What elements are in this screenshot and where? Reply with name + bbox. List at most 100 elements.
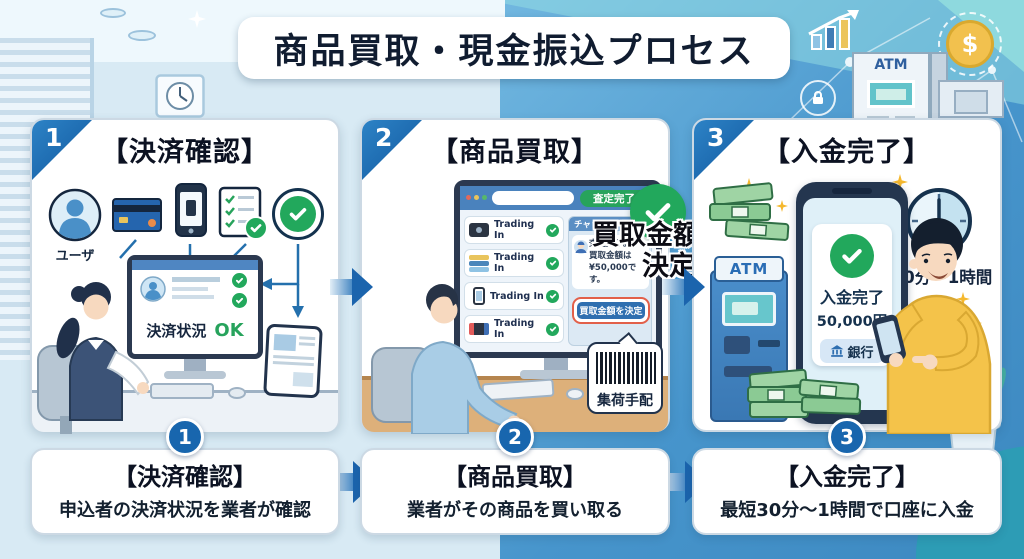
caption-step-2: 【商品買取】 業者がその商品を買い取る	[360, 448, 670, 535]
bar	[825, 26, 836, 50]
trading-item-label: Trading In	[490, 290, 544, 302]
ceiling-light-icon	[128, 30, 156, 41]
cash-stack-icon	[747, 368, 862, 418]
wall-clock-icon	[155, 74, 205, 118]
camera-icon	[469, 223, 489, 237]
trading-item-row: Trading In	[464, 282, 564, 310]
flow-arrow-2-3	[662, 268, 706, 306]
deposit-amount: 50,000円	[816, 314, 888, 330]
chat-message-line: 買取金額は	[589, 250, 632, 261]
atm-cash-slot	[724, 366, 772, 377]
step-heading: 【入金完了】	[763, 137, 931, 168]
smartphone-icon	[175, 183, 207, 237]
background-atm-label: ATM	[874, 57, 908, 73]
check-icon	[244, 216, 268, 240]
chat-message-line: 査定完了。	[589, 239, 632, 249]
check-icon	[232, 273, 247, 288]
keyboard	[150, 383, 214, 399]
step-heading: 【決済確認】	[101, 137, 269, 168]
check-icon	[546, 289, 559, 303]
badge-number: 2	[508, 425, 522, 449]
window-dot	[474, 195, 479, 200]
barcode-icon	[596, 352, 656, 384]
title-banner: 商品買取・現金振込プロセス	[238, 17, 790, 79]
amount-decided-check	[630, 184, 686, 240]
search-bar	[492, 191, 574, 205]
pickup-label: 集荷手配	[597, 393, 653, 409]
atm-screen-bill	[732, 302, 758, 315]
user-label: ユーザ	[55, 249, 95, 264]
appraisal-done-label: 査定完了	[593, 193, 635, 205]
person-customer	[872, 218, 992, 434]
phone-notch	[832, 188, 872, 194]
trading-item-label: Trading In	[494, 252, 535, 274]
building-window	[954, 90, 988, 114]
screen-line	[172, 295, 214, 299]
mouse	[566, 388, 584, 400]
chat-panel: チャット 査定完了。 買取金額は ¥50,000です。	[568, 216, 652, 346]
person-operator-2	[371, 284, 521, 434]
step-corner	[32, 120, 92, 180]
panel-step-3: 3 【入金完了】 ATM	[692, 118, 1002, 434]
atm-sign: ATM	[714, 256, 784, 282]
trading-item-label: Trading In	[494, 318, 535, 340]
flow-arrow-1-2	[330, 268, 374, 306]
screen-titlebar	[132, 260, 258, 270]
atm-bill	[876, 89, 906, 100]
card-chip	[119, 217, 128, 223]
screen-avatar-icon	[140, 276, 166, 302]
atm-screen	[722, 292, 776, 326]
step-badge-1: 1	[166, 418, 204, 456]
check-icon	[830, 234, 874, 278]
bar	[811, 34, 822, 50]
tablet-line	[299, 336, 316, 341]
credit-card-icon	[112, 198, 162, 232]
approved-check-circle	[272, 188, 324, 240]
coin-cycle-ring	[938, 12, 1002, 76]
chat-header-label: チャット	[574, 220, 608, 230]
step-corner	[362, 120, 422, 180]
card-stripe	[114, 205, 160, 212]
game-console-icon	[469, 323, 489, 335]
tablet-line	[272, 360, 314, 367]
badge-number: 1	[178, 425, 192, 449]
browser-chrome: 査定完了	[460, 186, 656, 210]
panel-step-1: 1 【決済確認】 ユーザ	[30, 118, 340, 434]
caption-text: 最短30分〜1時間で口座に入金	[720, 500, 974, 521]
monitor-base	[520, 370, 592, 379]
bar	[839, 18, 850, 50]
step-number: 2	[375, 123, 393, 152]
sparkle-icon	[956, 292, 970, 306]
step-number: 1	[45, 123, 63, 152]
check-icon	[546, 322, 559, 336]
background-building	[938, 80, 1004, 118]
trading-item-row: Trading In	[464, 315, 564, 343]
monitor: 決済状況 OK	[127, 255, 263, 359]
caption-title: 【決済確認】	[113, 463, 257, 491]
monitor-stand	[544, 358, 568, 372]
bar-chart-icon	[805, 8, 869, 52]
chat-message: 査定完了。 買取金額は ¥50,000です。	[589, 239, 647, 287]
window-dot	[482, 195, 487, 200]
trading-item-row: Trading In	[464, 249, 564, 277]
chat-message-bubble: 査定完了。 買取金額は ¥50,000です。	[572, 235, 649, 289]
monitor: 査定完了 Trading In Trading In	[454, 180, 662, 358]
mouse	[228, 387, 246, 399]
decide-button-label: 買取金額を決定	[579, 307, 643, 317]
screen-line	[172, 277, 220, 282]
deposit-status: 入金完了	[819, 288, 884, 307]
tablet-block	[292, 372, 314, 388]
overlay-line: 買取金額	[592, 220, 700, 251]
monitor-stand	[184, 359, 206, 371]
cash-stack-icon	[709, 182, 790, 241]
decide-button: 買取金額を決定	[577, 302, 645, 319]
decide-button-outline: 買取金額を決定	[572, 297, 650, 324]
tablet-line	[273, 354, 315, 361]
atm-label: ATM	[729, 260, 769, 278]
title-text: 商品買取・現金振込プロセス	[273, 31, 755, 72]
caption-step-1: 【決済確認】 申込者の決済状況を業者が確認	[30, 448, 340, 535]
pickup-bubble: 集荷手配	[587, 332, 663, 414]
user-avatar-icon	[48, 188, 102, 242]
person-operator-1	[37, 282, 150, 434]
